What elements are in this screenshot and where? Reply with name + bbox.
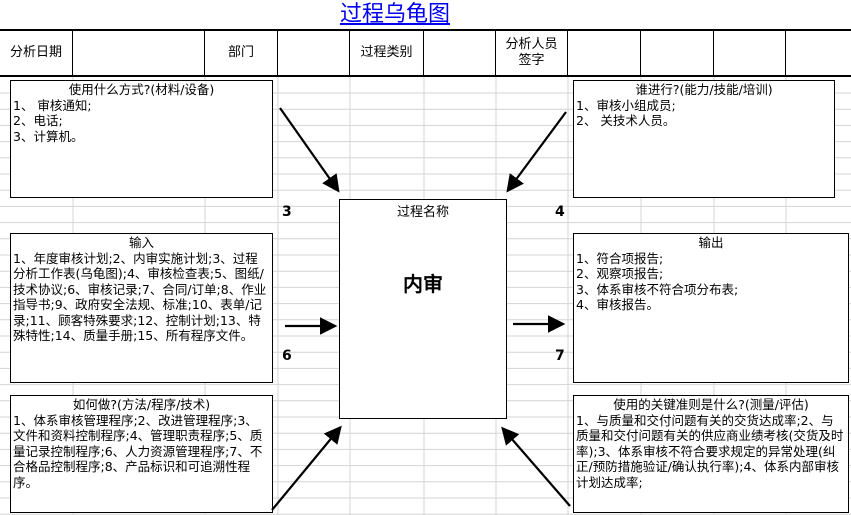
header-row: 分析日期 部门 过程类别 分析人员 签字 (0, 29, 851, 77)
number-label: 4 (555, 204, 565, 220)
outputs-line: 1、符合项报告; (576, 250, 664, 266)
outputs-title: 输出 (698, 235, 724, 250)
materials-line: 3、计算机。 (13, 128, 84, 144)
page-title: 过程乌龟图 (339, 2, 450, 27)
date-label: 分析日期 (0, 31, 73, 75)
criteria-text: 1、与质量和交付问题有关的交货达成率;2、与质量和交付问题有关的供应商业绩考核(… (576, 412, 844, 490)
date-value-cell[interactable] (73, 31, 205, 75)
arrow-materials (279, 107, 340, 193)
who-title: 谁进行?(能力/技能/培训) (635, 82, 773, 97)
outputs-line: 2、观察项报告; (576, 266, 664, 281)
analyst-label: 分析人员 签字 (496, 31, 568, 75)
number-label: 6 (282, 348, 292, 364)
number-label: 7 (555, 348, 565, 364)
arrow-how (271, 425, 342, 511)
outputs-box: 输出 1、符合项报告; 2、观察项报告; 3、体系审核不符合项分布表; 4、审核… (573, 233, 849, 383)
number-label: 3 (282, 204, 292, 220)
analyst-label-line1: 分析人员 (505, 37, 558, 52)
how-text: 1、体系审核管理程序;2、改进管理程序;3、文件和资料控制程序;4、管理职责程序… (13, 412, 263, 490)
who-box: 谁进行?(能力/技能/培训) 1、审核小组成员; 2、 关技术人员。 (573, 80, 835, 198)
inputs-box: 输入 1、年度审核计划;2、内审实施计划;3、过程分析工作表(乌龟图);4、审核… (10, 233, 273, 383)
process-box: 过程名称 内审 (339, 199, 507, 419)
outputs-line: 4、审核报告。 (576, 297, 659, 312)
outputs-line: 3、体系审核不符合项分布表; (576, 281, 739, 297)
signature-cell-3[interactable] (714, 31, 786, 75)
materials-line: 1、 审核通知; (13, 97, 92, 113)
how-box: 如何做?(方法/程序/技术) 1、体系审核管理程序;2、改进管理程序;3、文件和… (10, 395, 273, 513)
inputs-text: 1、年度审核计划;2、内审实施计划;3、过程分析工作表(乌龟图);4、审核检查表… (13, 250, 267, 344)
criteria-title: 使用的关键准则是什么?(测量/评估) (613, 397, 809, 412)
analyst-label-line2: 签字 (518, 53, 545, 68)
process-name-label: 过程名称 (396, 205, 449, 220)
arrow-criteria (501, 426, 571, 507)
type-value-cell[interactable] (424, 31, 496, 75)
materials-title: 使用什么方式?(材料/设备) (68, 82, 215, 97)
type-label: 过程类别 (350, 31, 424, 75)
signature-cell-2[interactable] (641, 31, 714, 75)
dept-label: 部门 (205, 31, 278, 75)
criteria-box: 使用的关键准则是什么?(测量/评估) 1、与质量和交付问题有关的交货达成率;2、… (573, 395, 849, 513)
materials-box: 使用什么方式?(材料/设备) 1、 审核通知; 2、电话; 3、计算机。 (10, 80, 273, 198)
materials-line: 2、电话; (13, 113, 63, 128)
how-title: 如何做?(方法/程序/技术) (72, 397, 211, 412)
dept-value-cell[interactable] (278, 31, 350, 75)
arrow-who (506, 111, 567, 193)
who-line: 1、审核小组成员; (576, 97, 676, 113)
who-line: 2、 关技术人员。 (576, 113, 676, 128)
signature-cell-1[interactable] (568, 31, 641, 75)
process-name: 内审 (403, 272, 443, 296)
inputs-title: 输入 (128, 235, 154, 250)
